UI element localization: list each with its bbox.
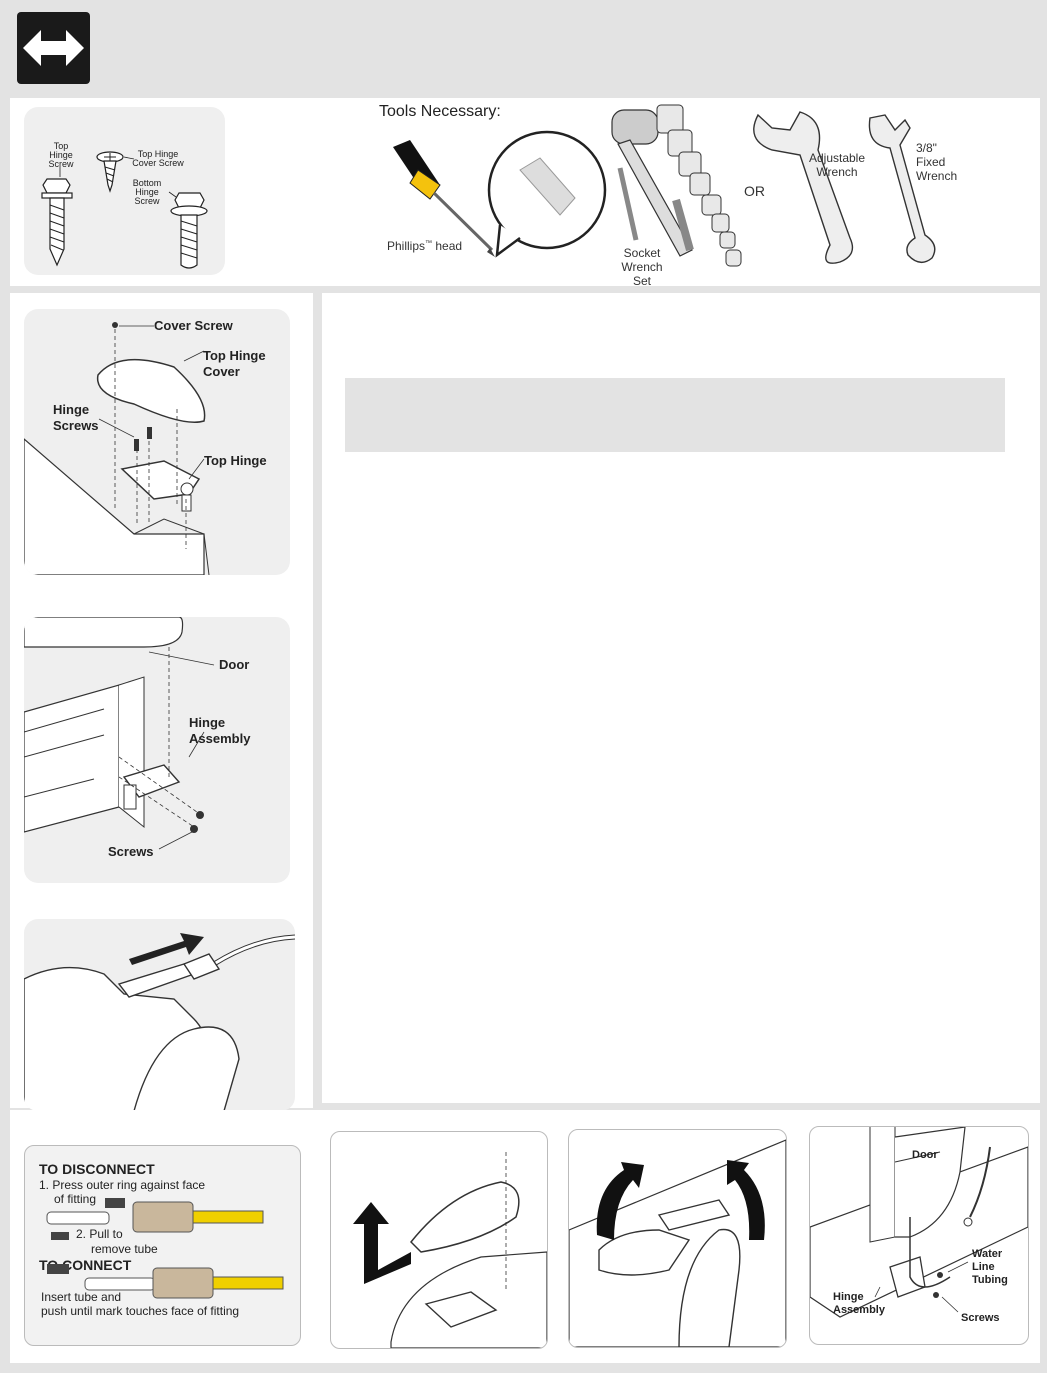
hinge-lift-figure [568, 1129, 787, 1348]
phillips-label: Phillips™ head [387, 237, 462, 253]
top-hinge-label: Top Hinge [204, 453, 267, 469]
cover-screw-label: Cover Screw [154, 318, 233, 334]
fixed-label: 3/8" Fixed Wrench [916, 141, 957, 183]
water-door-label: Door [912, 1149, 938, 1162]
hinge-assembly-label: Hinge Assembly [189, 715, 250, 747]
water-hinge-assembly-label: Hinge Assembly [833, 1291, 885, 1317]
screws-label: Screws [108, 844, 154, 860]
adjustable-label: Adjustable Wrench [806, 151, 868, 179]
socket-label: Socket Wrench Set [612, 246, 672, 288]
fitting-instructions-card: TO DISCONNECT 1. Press outer ring agains… [24, 1145, 301, 1346]
top-hinge-figure: Cover Screw Top Hinge Cover Hinge Screws… [24, 309, 290, 575]
top-hinge-cover-label: Top Hinge Cover [203, 348, 266, 380]
water-line-disconnect-figure [24, 919, 295, 1111]
water-screws-label: Screws [961, 1312, 1000, 1325]
bottom-hinge-figure: Door Hinge Assembly Screws [24, 617, 290, 883]
tools-illustration [0, 0, 1047, 290]
hinge-screws-label: Hinge Screws [53, 402, 99, 434]
water-line-tubing-label: Water Line Tubing [972, 1248, 1008, 1287]
cover-removal-figure [330, 1131, 548, 1349]
or-label: OR [744, 184, 765, 198]
note-box [345, 378, 1005, 452]
door-label: Door [219, 657, 249, 673]
water-line-hinge-figure: Door Water Line Tubing Hinge Assembly Sc… [809, 1126, 1029, 1345]
